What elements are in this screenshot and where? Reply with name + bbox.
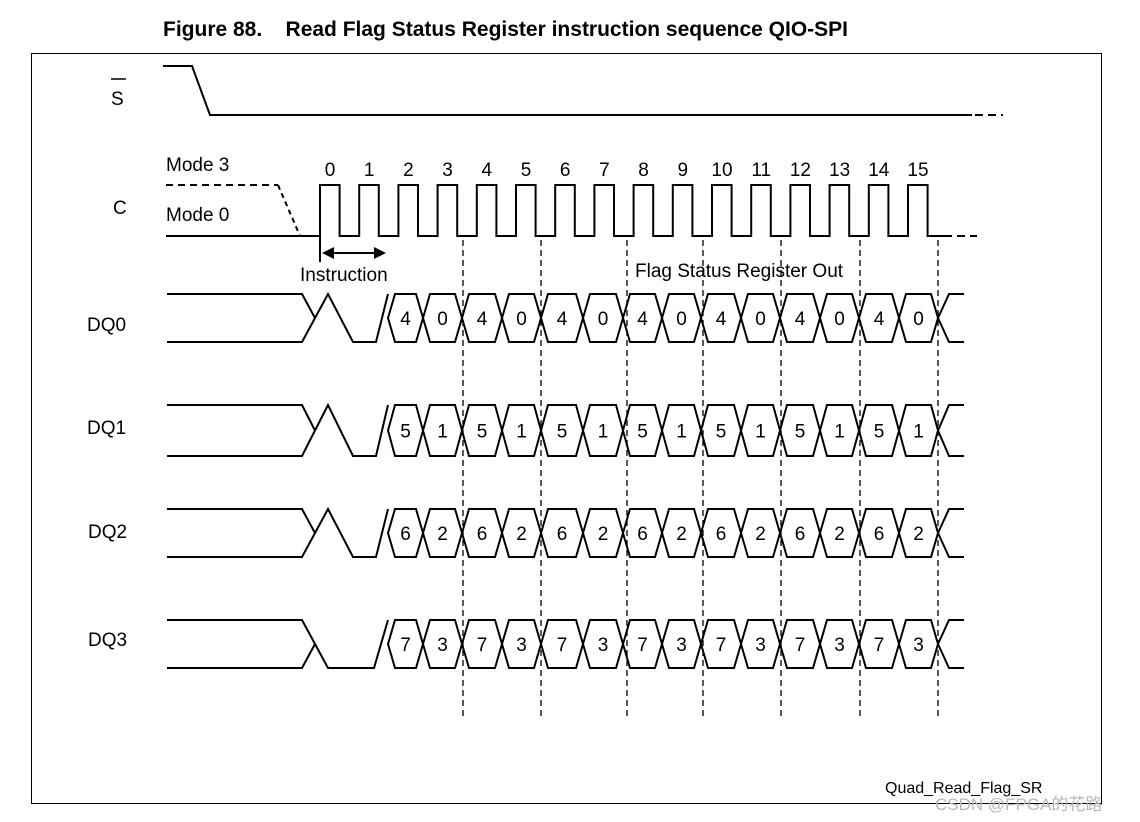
clock-number: 6 xyxy=(560,160,571,181)
data-value: 6 xyxy=(557,524,568,545)
flag-status-out-label: Flag Status Register Out xyxy=(635,261,844,282)
mode0-label: Mode 0 xyxy=(166,205,229,226)
data-value: 2 xyxy=(913,524,924,545)
data-value: 3 xyxy=(834,635,845,656)
clock-number: 3 xyxy=(442,160,453,181)
data-value: 0 xyxy=(437,309,448,330)
dq1-waveform xyxy=(167,402,964,457)
signal-label-dq2: DQ2 xyxy=(88,522,127,543)
data-value: 7 xyxy=(477,635,488,656)
data-value: 1 xyxy=(834,422,845,443)
data-value: 3 xyxy=(676,635,687,656)
data-value: 3 xyxy=(755,635,766,656)
signal-label-dq3: DQ3 xyxy=(88,630,127,651)
data-value: 0 xyxy=(755,309,766,330)
data-value: 0 xyxy=(676,309,687,330)
data-lines xyxy=(167,291,964,669)
data-value: 7 xyxy=(400,635,411,656)
data-value: 5 xyxy=(477,422,488,443)
clock-number: 11 xyxy=(751,160,771,181)
data-value: 1 xyxy=(676,422,687,443)
data-value: 5 xyxy=(795,422,806,443)
clock-number: 5 xyxy=(521,160,532,181)
clock-number: 9 xyxy=(678,160,689,181)
data-value: 6 xyxy=(716,524,727,545)
data-value: 1 xyxy=(437,422,448,443)
clock-number: 4 xyxy=(482,160,493,181)
data-value: 2 xyxy=(755,524,766,545)
clock-number: 12 xyxy=(790,160,811,181)
dq3-waveform xyxy=(167,619,964,669)
figure-title: Figure 88. Read Flag Status Register ins… xyxy=(163,18,848,41)
data-value: 6 xyxy=(795,524,806,545)
data-value: 2 xyxy=(516,524,527,545)
data-value: 4 xyxy=(716,309,727,330)
data-value: 5 xyxy=(716,422,727,443)
data-value: 6 xyxy=(477,524,488,545)
data-value: 4 xyxy=(400,309,411,330)
diagram-frame xyxy=(31,53,1102,804)
data-value: 1 xyxy=(913,422,924,443)
signal-label-s: S xyxy=(111,89,124,110)
signal-label-dq0: DQ0 xyxy=(87,315,126,336)
data-value: 2 xyxy=(598,524,609,545)
data-value: 0 xyxy=(834,309,845,330)
data-value: 7 xyxy=(557,635,568,656)
data-value: 4 xyxy=(795,309,806,330)
clock-waveform xyxy=(166,184,977,237)
data-value: 2 xyxy=(437,524,448,545)
data-value: 6 xyxy=(637,524,648,545)
data-value: 0 xyxy=(598,309,609,330)
clock-number: 2 xyxy=(403,160,414,181)
clock-number: 0 xyxy=(325,160,336,181)
clock-number: 15 xyxy=(907,160,928,181)
data-values: 4 0 4 0 4 0 4 0 4 0 4 0 4 0 5 1 5 1 5 1 5 1 5 1 5 1 5 1 6 2 6 2 6 2 6 2 6 2 6 2… xyxy=(400,309,924,656)
data-value: 7 xyxy=(795,635,806,656)
data-value: 1 xyxy=(755,422,766,443)
instruction-label: Instruction xyxy=(300,265,388,286)
data-value: 1 xyxy=(516,422,527,443)
clock-number: 13 xyxy=(829,160,850,181)
data-value: 1 xyxy=(598,422,609,443)
data-value: 7 xyxy=(716,635,727,656)
data-value: 7 xyxy=(637,635,648,656)
signal-label-c: C xyxy=(113,198,127,219)
data-value: 6 xyxy=(874,524,885,545)
data-value: 5 xyxy=(557,422,568,443)
data-value: 4 xyxy=(477,309,488,330)
clock-number: 10 xyxy=(711,160,732,181)
clock-number: 14 xyxy=(868,160,890,181)
data-value: 4 xyxy=(874,309,885,330)
data-value: 3 xyxy=(437,635,448,656)
clock-number: 1 xyxy=(364,160,375,181)
dq0-waveform xyxy=(167,291,964,343)
data-value: 5 xyxy=(637,422,648,443)
instruction-arrow xyxy=(319,236,386,262)
data-value: 7 xyxy=(874,635,885,656)
data-value: 3 xyxy=(516,635,527,656)
signal-label-dq1: DQ1 xyxy=(87,418,126,439)
data-value: 5 xyxy=(874,422,885,443)
data-value: 3 xyxy=(913,635,924,656)
data-value: 0 xyxy=(516,309,527,330)
data-value: 2 xyxy=(834,524,845,545)
clock-number: 7 xyxy=(599,160,610,181)
data-value: 0 xyxy=(913,309,924,330)
s-waveform xyxy=(163,65,1003,116)
data-value: 5 xyxy=(400,422,411,443)
data-value: 6 xyxy=(400,524,411,545)
clock-number: 8 xyxy=(638,160,649,181)
watermark: CSDN @FPGA的花路 xyxy=(935,795,1103,814)
data-value: 4 xyxy=(637,309,648,330)
mode3-label: Mode 3 xyxy=(166,155,229,176)
figure-id-label: Quad_Read_Flag_SR xyxy=(885,780,1042,797)
data-value: 3 xyxy=(598,635,609,656)
dq2-waveform xyxy=(167,506,964,558)
data-value: 2 xyxy=(676,524,687,545)
data-value: 4 xyxy=(557,309,568,330)
